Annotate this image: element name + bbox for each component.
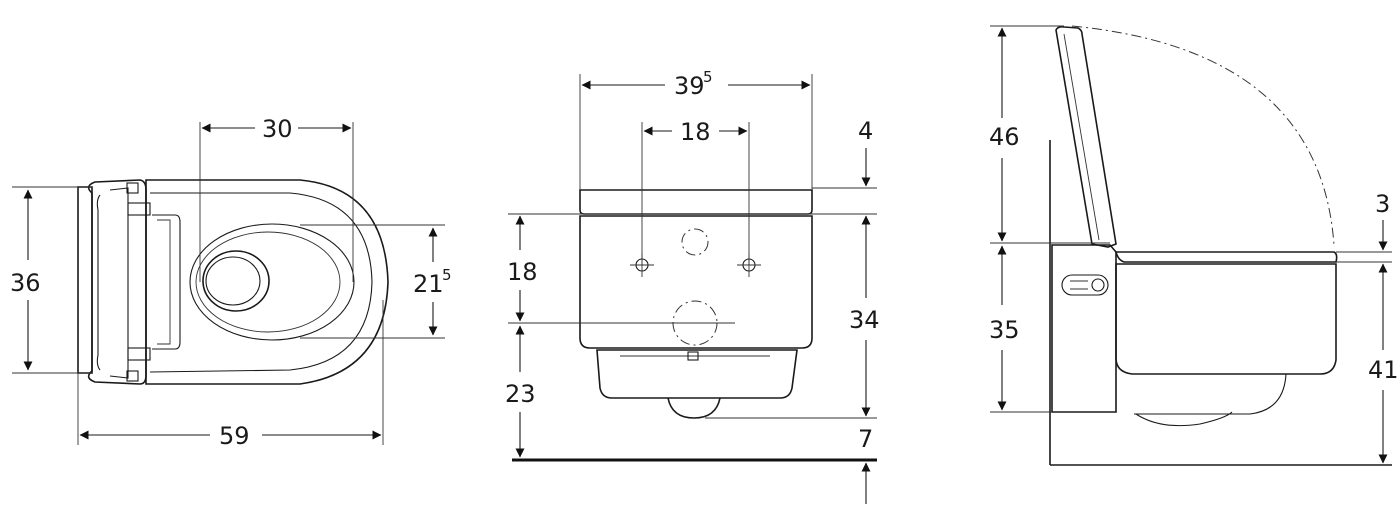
front-drain — [667, 397, 721, 419]
side-view: 46 3 35 41 — [989, 25, 1399, 466]
dim-lid-4: 4 — [858, 117, 873, 145]
dim-height-18: 18 — [507, 258, 538, 286]
dim-bowl-21: 21 — [413, 270, 444, 298]
lid-swing-arc — [1071, 25, 1335, 246]
dim-width-36: 36 — [10, 269, 41, 297]
hinge-top — [126, 182, 139, 194]
dim-depth-59: 59 — [219, 422, 250, 450]
rear-housing — [1051, 244, 1117, 413]
bowl-rim — [189, 223, 355, 341]
open-lid — [1055, 26, 1117, 248]
seat-hinge-back — [87, 179, 147, 385]
front-lid — [579, 189, 813, 215]
side-seat — [1114, 251, 1338, 263]
hinge-bottom — [126, 370, 139, 382]
front-lower-pan — [596, 349, 798, 399]
control-button — [1061, 274, 1109, 296]
bowl-opening — [202, 250, 270, 312]
dim-height-34: 34 — [849, 306, 880, 334]
dim-seat-3: 3 — [1375, 190, 1390, 218]
dim-lid-46: 46 — [989, 123, 1020, 151]
front-bowl-body — [579, 215, 813, 349]
dim-height-41: 41 — [1368, 356, 1399, 384]
dim-height-35: 35 — [989, 316, 1020, 344]
dim-height-7: 7 — [858, 425, 873, 453]
side-lower-pan — [1134, 373, 1287, 415]
dim-bowl-21-superscript: 5 — [442, 266, 452, 284]
bowl-outline — [145, 179, 389, 385]
top-pipe-circle — [681, 228, 709, 256]
dim-height-23: 23 — [505, 380, 536, 408]
top-view: 36 30 59 21 5 — [10, 115, 452, 450]
dim-width-39-superscript: 5 — [703, 68, 713, 86]
side-bowl — [1115, 263, 1337, 375]
dim-width-39: 39 — [674, 72, 705, 100]
wall-plate — [77, 186, 93, 374]
front-view: 39 5 18 4 18 34 23 7 — [505, 68, 880, 504]
dim-spacing-18: 18 — [680, 118, 711, 146]
dim-bowl-30: 30 — [262, 115, 293, 143]
